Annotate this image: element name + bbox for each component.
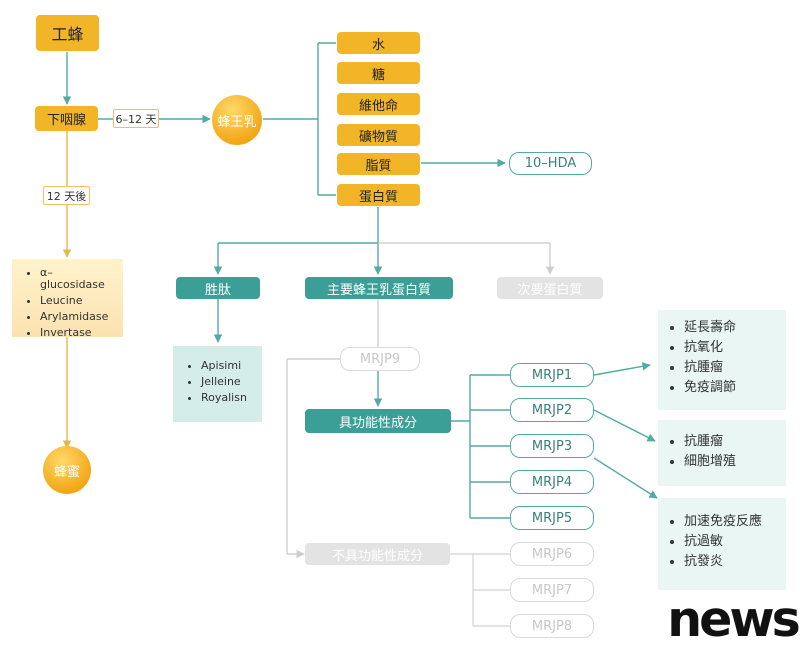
effect-item: 抗發炎: [684, 554, 774, 570]
component-sugar: 糖: [337, 62, 420, 84]
peptide-node: 胜肽: [176, 277, 260, 299]
line-mrjp3-effects: [593, 457, 658, 499]
functional-node: 具功能性成分: [305, 409, 451, 433]
peptide-list-box: Apisimi Jelleine Royalisn: [173, 346, 262, 422]
nonfunctional-node: 不具功能性成分: [305, 543, 450, 565]
mrjp8-node: MRJP8: [510, 614, 594, 638]
peptide-item: Royalisn: [201, 392, 252, 404]
enzyme-item: α–glucosidase: [40, 267, 113, 291]
component-lipid: 脂質: [337, 153, 420, 175]
mrjp2-node: MRJP2: [510, 398, 594, 422]
honey-node: 蜂蜜: [43, 446, 91, 494]
component-mineral: 礦物質: [337, 124, 420, 146]
mrjp1-node: MRJP1: [510, 363, 594, 387]
effect-item: 抗腫瘤: [684, 434, 774, 450]
peptide-item: Jelleine: [201, 376, 252, 388]
effect-item: 抗過敏: [684, 534, 774, 550]
component-protein: 蛋白質: [337, 184, 420, 206]
main-protein-node: 主要蜂王乳蛋白質: [305, 277, 453, 299]
line-mrjp1-effects: [593, 362, 651, 376]
enzyme-item: Invertase: [40, 327, 113, 339]
royal-jelly-node: 蜂王乳: [212, 95, 262, 145]
mrjp6-node: MRJP6: [510, 542, 594, 566]
component-vitamin: 維他命: [337, 93, 420, 115]
line-mrjp2-effects: [593, 409, 656, 442]
effects-box-mrjp1: 延長壽命 抗氧化 抗腫瘤 免疫調節: [658, 310, 786, 410]
mrjp4-node: MRJP4: [510, 470, 594, 494]
effects-box-mrjp3: 加速免疫反應 抗過敏 抗發炎: [658, 498, 786, 590]
hypopharyngeal-gland-node: 下咽腺: [35, 106, 98, 131]
mrjp9-node: MRJP9: [340, 347, 420, 371]
effect-item: 延長壽命: [684, 320, 774, 336]
mrjp5-node: MRJP5: [510, 506, 594, 530]
minor-protein-node: 次要蛋白質: [497, 277, 603, 299]
effect-item: 免疫調節: [684, 380, 774, 396]
enzyme-item: Leucine: [40, 295, 113, 307]
component-water: 水: [337, 32, 420, 54]
effect-item: 抗腫瘤: [684, 360, 774, 376]
mrjp3-node: MRJP3: [510, 434, 594, 458]
peptide-item: Apisimi: [201, 360, 252, 372]
effect-item: 抗氧化: [684, 340, 774, 356]
news-watermark-logo: news: [665, 590, 800, 649]
hda-node: 10–HDA: [509, 152, 592, 175]
enzymes-box: α–glucosidase Leucine Arylamidase Invert…: [12, 259, 123, 339]
effect-item: 加速免疫反應: [684, 514, 774, 530]
enzyme-item: Arylamidase: [40, 311, 113, 323]
worker-bee-node: 工蜂: [36, 15, 99, 51]
mrjp7-node: MRJP7: [510, 578, 594, 602]
effects-box-mrjp2: 抗腫瘤 細胞增殖: [658, 420, 786, 486]
label-6-12-days: 6–12 天: [113, 109, 159, 128]
label-12-days-after: 12 天後: [43, 186, 90, 205]
effect-item: 細胞增殖: [684, 454, 774, 470]
